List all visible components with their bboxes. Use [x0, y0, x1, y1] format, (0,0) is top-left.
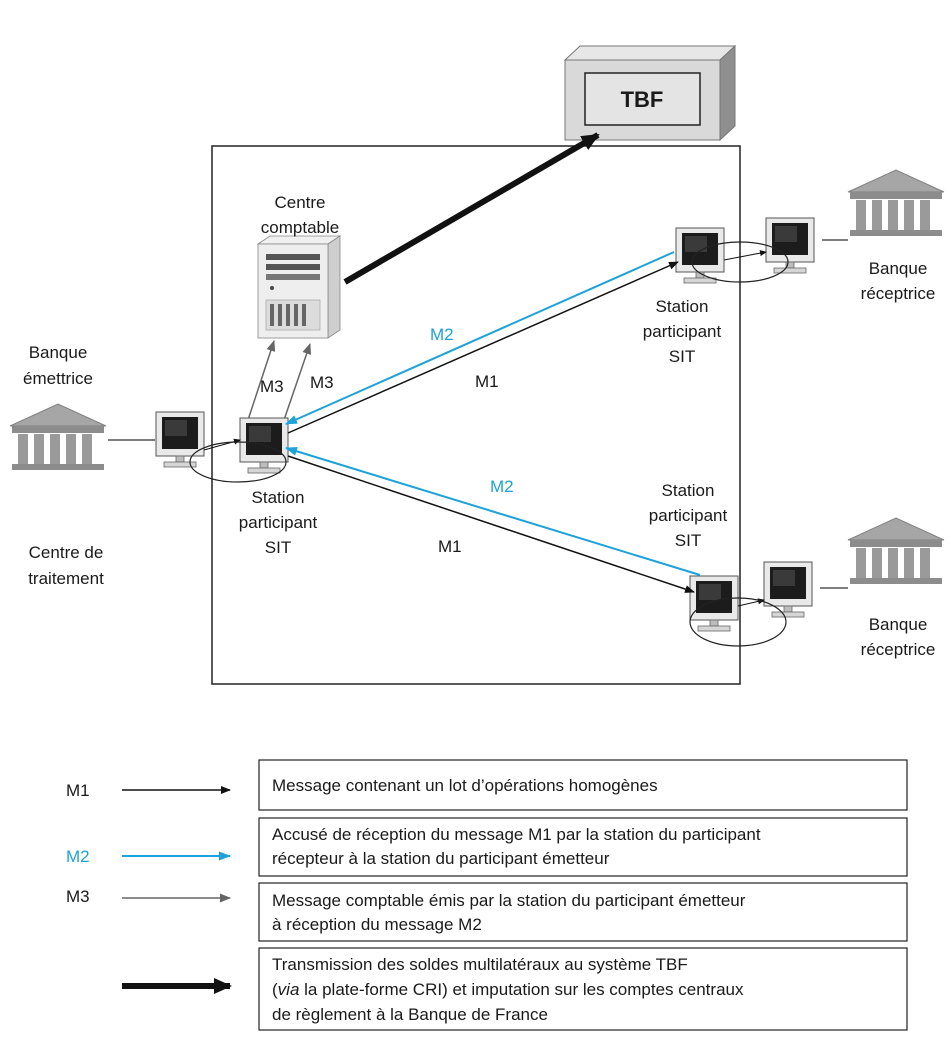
m2-arrow-top [285, 251, 675, 425]
legend-bold-text-3: de règlement à la Banque de France [272, 1005, 548, 1024]
banque-emettrice-label-2: émettrice [23, 369, 93, 388]
legend-bold-text-2: (via la plate-forme CRI) et imputation s… [272, 980, 744, 999]
m3-label-right: M3 [310, 373, 334, 392]
sit-perimeter-box [211, 145, 741, 685]
station-top-right-label-1: Station [656, 297, 709, 316]
legend-bold-box [258, 947, 908, 1031]
legend-bold-rest: la plate-forme CRI) et imputation sur le… [299, 980, 744, 999]
monitor-icon-treatment [155, 411, 205, 468]
tbf-label: TBF [621, 87, 664, 112]
station-bottom-right-loop [689, 597, 787, 647]
m3-label-left: M3 [260, 377, 284, 396]
m1-arrow-bottom [287, 455, 695, 593]
legend-m3-text-1: Message comptable émis par la station du… [272, 891, 746, 910]
banque-receptrice-bottom-label-1: Banque [869, 615, 928, 634]
transmission-arrow [343, 132, 600, 285]
legend-m1-box [258, 759, 908, 811]
legend-m2-key: M2 [66, 847, 90, 866]
station-left-label-1: Station [252, 488, 305, 507]
m3-arrow-left [247, 340, 276, 421]
tbf-system: TBF [563, 44, 737, 142]
station-bottom-right-label-3: SIT [675, 531, 701, 550]
legend-m1-text: Message contenant un lot d’opérations ho… [272, 776, 658, 795]
legend-bold-paren: ( [272, 980, 278, 999]
banque-emettrice-label-1: Banque [29, 343, 88, 362]
m3-arrow-right [283, 343, 312, 421]
monitor-icon-bank-bottom-right [763, 561, 813, 618]
station-left-label-3: SIT [265, 538, 291, 557]
station-top-right-label-3: SIT [669, 347, 695, 366]
m2-label-bottom: M2 [490, 477, 514, 496]
centre-comptable-label-1: Centre [274, 193, 325, 212]
station-bottom-right-label-2: participant [649, 506, 728, 525]
legend-m3-box [258, 882, 908, 942]
station-left-label-2: participant [239, 513, 318, 532]
centre-comptable-label-2: comptable [261, 218, 339, 237]
station-left-loop [189, 441, 287, 483]
m1-arrow-top [287, 261, 679, 434]
legend-m3-text-2: à réception du message M2 [272, 915, 482, 934]
monitor-icon-station-bottom-right [689, 575, 739, 632]
station-bottom-right-label-1: Station [662, 481, 715, 500]
m2-arrow-bottom [285, 446, 701, 576]
banque-receptrice-bottom-label-2: réceptrice [861, 640, 936, 659]
legend-m1-key: M1 [66, 781, 90, 800]
bank-icon-receptrice-bottom [847, 517, 945, 585]
centre-traitement-label-2: traitement [28, 569, 104, 588]
m1-label-top: M1 [475, 372, 499, 391]
legend-bold-via: via [278, 980, 300, 999]
station-link-top-right [723, 250, 767, 261]
bank-icon-emettrice [9, 403, 107, 471]
m2-label-top: M2 [430, 325, 454, 344]
legend-bold-text-1: Transmission des soldes multilatéraux au… [272, 955, 688, 974]
server-icon [256, 235, 342, 339]
legend-m2-box [258, 817, 908, 877]
station-top-right-label-2: participant [643, 322, 722, 341]
legend-m3-key: M3 [66, 887, 90, 906]
bank-icon-receptrice-top [847, 169, 945, 237]
banque-receptrice-top-label-2: réceptrice [861, 284, 936, 303]
m1-label-bottom: M1 [438, 537, 462, 556]
banque-receptrice-top-label-1: Banque [869, 259, 928, 278]
monitor-icon-station-top-right [675, 227, 725, 284]
centre-traitement-label-1: Centre de [29, 543, 104, 562]
station-top-right-loop [691, 241, 789, 283]
legend-m2-text-1: Accusé de réception du message M1 par la… [272, 825, 761, 844]
legend-m2-text-2: récepteur à la station du participant ém… [272, 849, 610, 868]
monitor-icon-bank-top-right [765, 217, 815, 274]
